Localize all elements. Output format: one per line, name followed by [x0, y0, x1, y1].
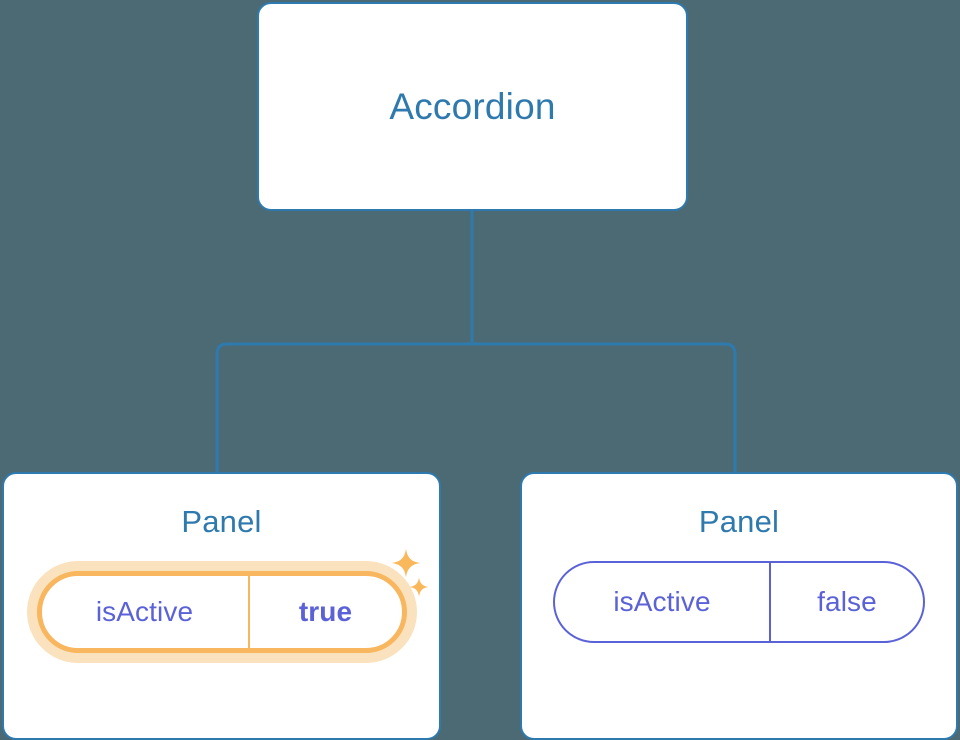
prop-key-cell: isActive: [42, 576, 250, 648]
node-accordion-title: Accordion: [389, 86, 556, 127]
node-panel-inactive-title: Panel: [698, 504, 780, 539]
prop-pill-active-wrapper: isActive true: [26, 561, 417, 663]
prop-pill-is-active-false[interactable]: isActive false: [553, 561, 925, 643]
node-panel-active-title: Panel: [181, 504, 262, 539]
prop-pill-highlight-glow: isActive true: [26, 561, 417, 663]
node-panel-active[interactable]: Panel isActive true: [2, 472, 441, 740]
prop-pill-is-active-true[interactable]: isActive true: [36, 571, 407, 653]
prop-key-cell: isActive: [555, 563, 771, 641]
prop-value-label: false: [817, 586, 877, 617]
prop-value-cell: true: [250, 576, 402, 648]
connector-branch-right: [472, 342, 737, 473]
prop-key-label: isActive: [95, 596, 194, 627]
prop-value-label: true: [298, 596, 353, 627]
prop-value-cell: false: [771, 563, 923, 641]
prop-pill-inactive-wrapper: isActive false: [553, 561, 925, 643]
connector-branch-left: [215, 342, 472, 473]
node-accordion[interactable]: Accordion: [257, 2, 688, 211]
node-panel-inactive[interactable]: Panel isActive false: [520, 472, 958, 740]
prop-key-label: isActive: [613, 586, 711, 617]
